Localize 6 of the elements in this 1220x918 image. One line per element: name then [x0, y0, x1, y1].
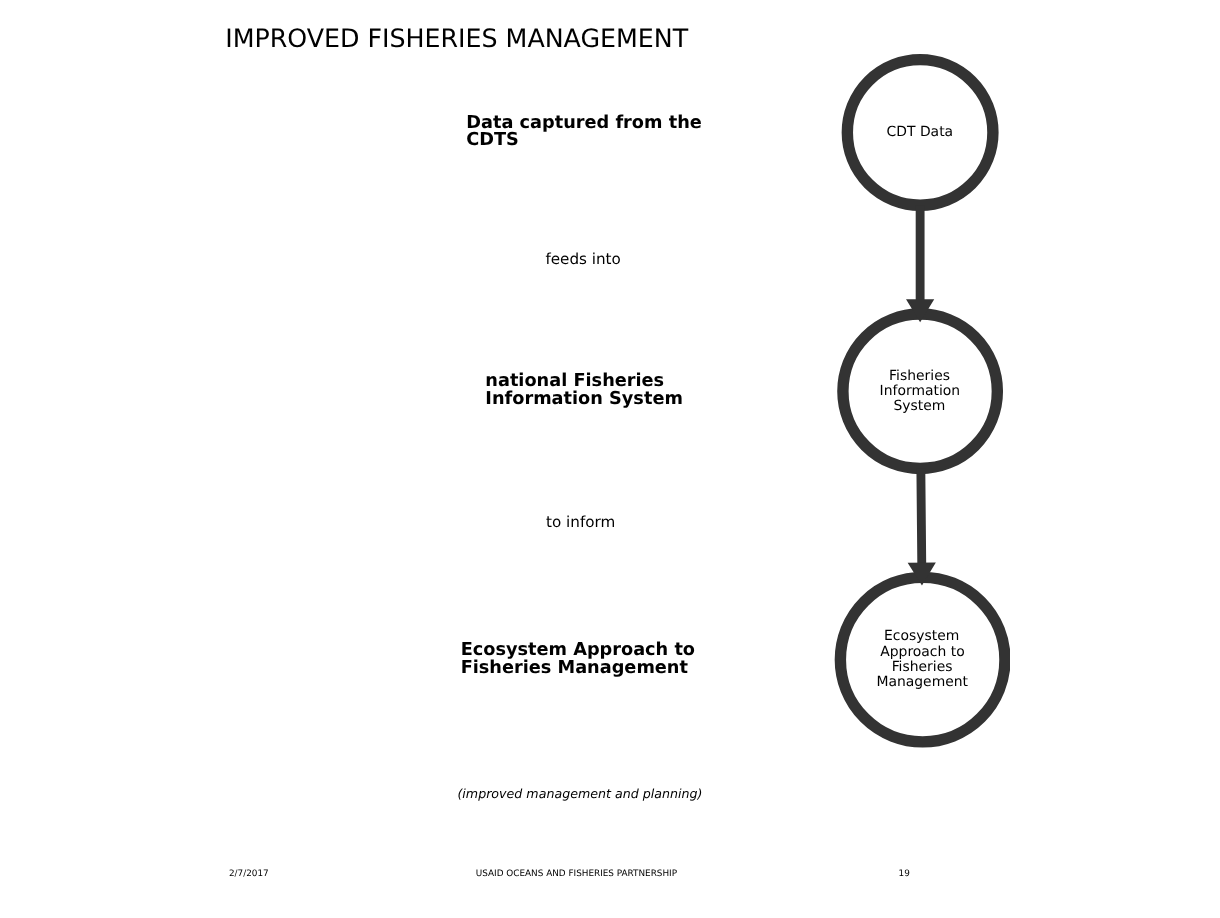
label: Data captured from the CDTS [466, 113, 702, 152]
arrow [907, 468, 936, 586]
arrow [906, 205, 935, 323]
diagram-title: IMPROVED FISHERIES MANAGEMENT [225, 22, 689, 53]
label: national Fisheries Information System [485, 372, 683, 411]
label: Ecosystem Approach to Fisheries Management [460, 640, 696, 679]
